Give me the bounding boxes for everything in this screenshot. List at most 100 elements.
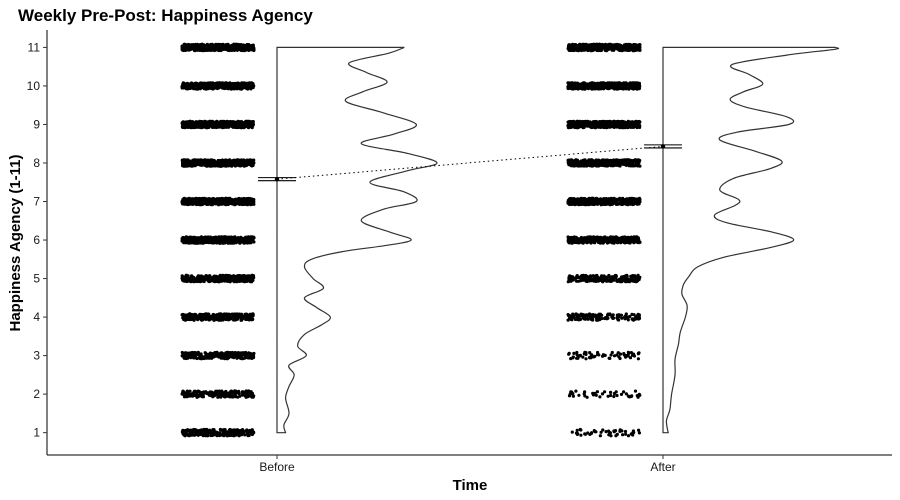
data-point	[605, 317, 609, 321]
data-point	[589, 313, 593, 317]
data-point	[637, 428, 641, 432]
data-point	[188, 392, 192, 396]
data-point	[235, 45, 239, 50]
data-point	[236, 197, 241, 201]
data-point	[215, 241, 219, 245]
data-point	[244, 198, 248, 202]
data-point	[237, 239, 241, 243]
data-point	[190, 279, 194, 283]
data-point	[203, 160, 207, 164]
data-point	[222, 433, 226, 437]
data-point	[579, 433, 583, 437]
data-point	[196, 318, 200, 322]
data-point	[209, 390, 214, 394]
data-point	[575, 353, 579, 357]
data-point	[571, 394, 576, 398]
data-point	[184, 315, 188, 319]
data-point	[581, 313, 585, 317]
data-point	[211, 201, 215, 205]
data-point	[612, 391, 617, 396]
data-point	[218, 313, 222, 317]
data-point	[229, 274, 233, 278]
data-point	[593, 391, 597, 395]
data-point	[575, 428, 579, 432]
data-point	[236, 315, 240, 319]
data-point	[180, 430, 184, 434]
data-point	[191, 316, 195, 321]
data-point	[615, 353, 619, 357]
data-point	[180, 47, 184, 51]
data-point	[203, 82, 207, 86]
data-point	[242, 159, 246, 163]
data-point	[588, 356, 592, 360]
violin-before	[276, 46, 438, 434]
data-point	[248, 390, 252, 394]
data-point	[185, 432, 189, 436]
data-point	[575, 432, 580, 436]
data-point	[593, 313, 598, 317]
data-point	[227, 356, 231, 360]
data-point	[207, 48, 211, 52]
data-point	[229, 199, 233, 204]
data-point	[628, 356, 633, 360]
data-point	[567, 352, 571, 356]
data-point	[181, 81, 185, 85]
data-point	[636, 317, 641, 321]
x-axis-title: Time	[453, 477, 488, 494]
data-point	[585, 395, 589, 399]
data-point	[226, 202, 230, 206]
data-point	[233, 354, 238, 358]
data-point	[214, 42, 218, 46]
data-point	[570, 430, 574, 434]
data-point	[216, 391, 220, 395]
data-point	[199, 314, 203, 318]
data-point	[197, 200, 201, 204]
data-point	[204, 87, 208, 91]
data-point	[204, 125, 208, 129]
data-point	[584, 357, 588, 361]
data-point	[188, 316, 192, 320]
data-point	[232, 241, 236, 245]
data-point	[608, 356, 612, 360]
data-point	[248, 351, 252, 356]
data-point	[589, 316, 593, 320]
data-point	[221, 119, 225, 123]
data-point	[187, 84, 191, 88]
data-point	[185, 428, 189, 432]
data-point	[591, 239, 595, 243]
data-point	[214, 235, 218, 240]
data-point	[594, 430, 598, 434]
data-point	[568, 393, 572, 398]
data-point	[240, 428, 245, 432]
data-point	[205, 314, 209, 318]
data-point	[200, 392, 204, 396]
data-point	[206, 81, 210, 85]
data-point	[212, 430, 216, 434]
data-point	[206, 202, 210, 206]
data-point	[188, 313, 192, 317]
data-point	[251, 352, 255, 357]
data-point	[228, 393, 232, 397]
plot-area	[180, 42, 840, 438]
data-point	[206, 199, 210, 203]
data-point	[227, 45, 231, 49]
data-point	[198, 125, 202, 129]
data-point	[619, 392, 624, 396]
data-point	[618, 429, 622, 433]
data-point	[192, 160, 196, 164]
data-point	[238, 433, 242, 437]
data-point	[222, 160, 227, 164]
data-point	[197, 278, 201, 282]
data-point	[631, 431, 635, 435]
y-axis-title: Happiness Agency (1-11)	[7, 154, 24, 331]
data-point	[571, 277, 575, 281]
data-point	[572, 239, 576, 243]
data-point	[242, 44, 246, 48]
data-point	[621, 433, 625, 437]
data-point	[186, 87, 190, 91]
data-point	[239, 317, 244, 322]
data-point	[193, 277, 197, 281]
data-point	[609, 237, 613, 241]
data-point	[242, 390, 246, 394]
